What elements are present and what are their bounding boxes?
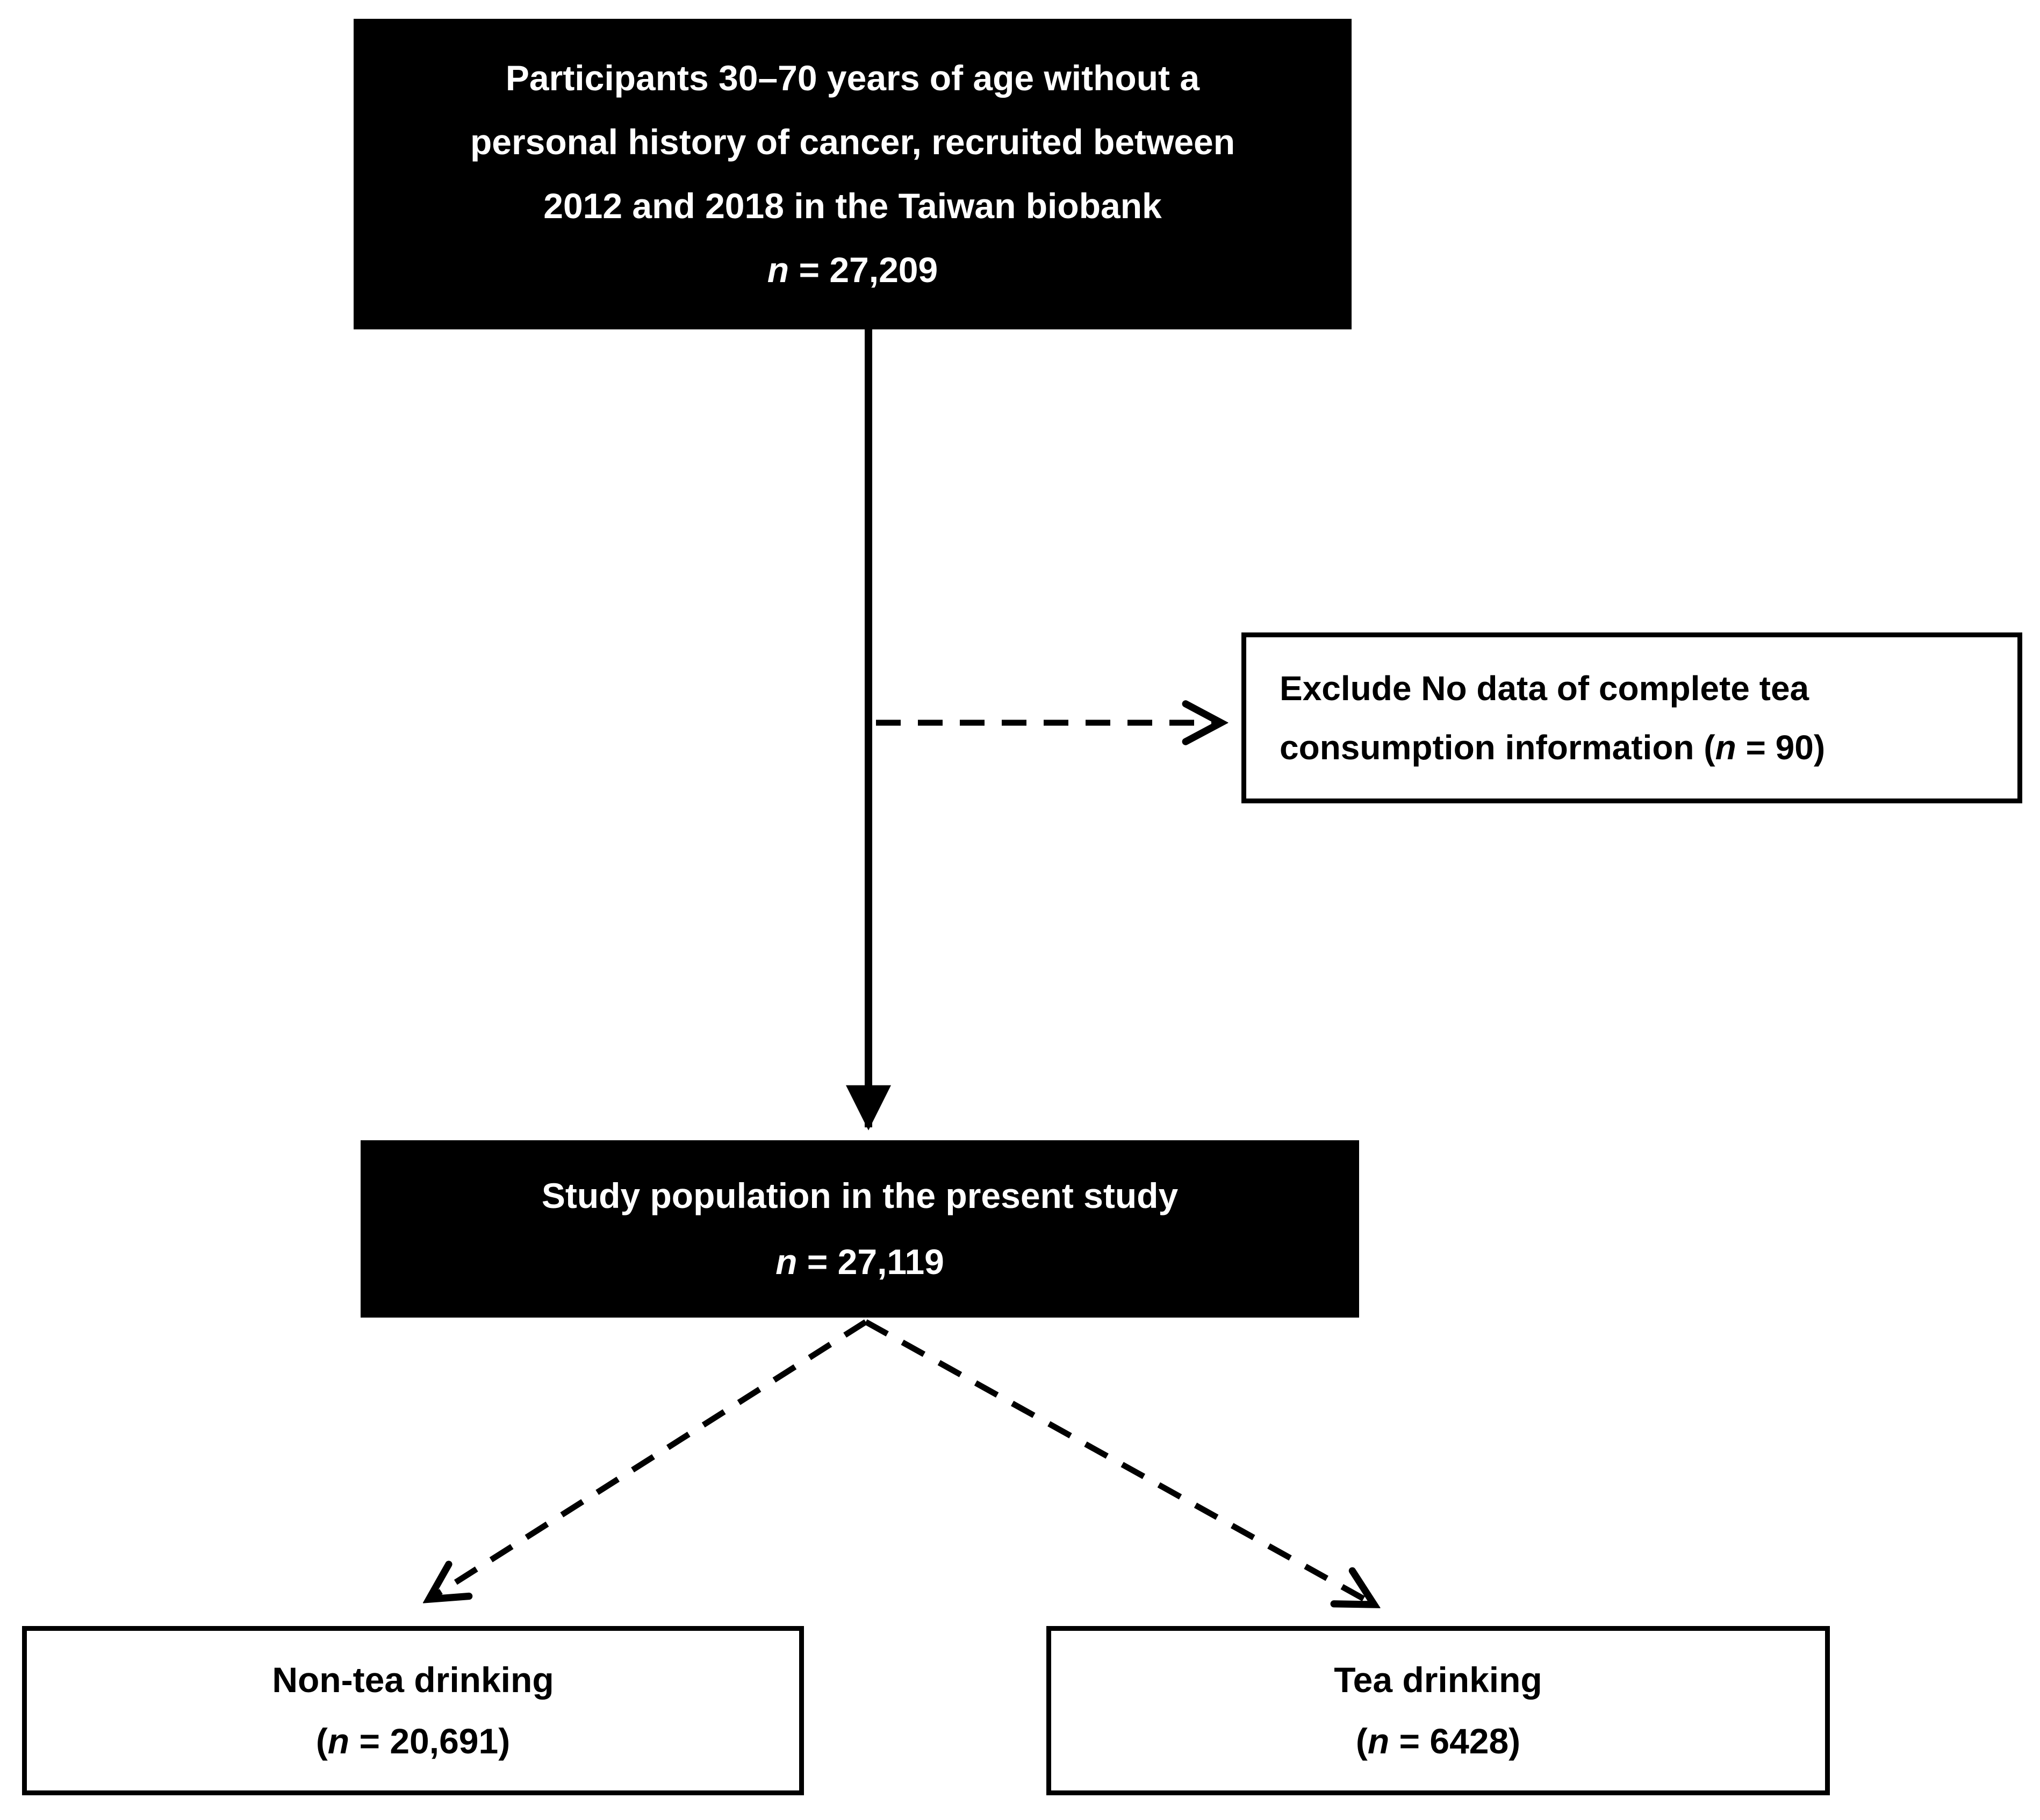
count-prefix: ( (1355, 1721, 1368, 1761)
non-tea-box-title: Non-tea drinking (272, 1660, 554, 1700)
top-box-participants: Participants 30–70 years of age without … (354, 19, 1352, 329)
count-suffix: = 20,691) (349, 1721, 511, 1761)
n-symbol: n (327, 1721, 350, 1761)
n-symbol: n (1367, 1721, 1390, 1761)
top-box-count-line: n = 27,209 (375, 250, 1330, 290)
top-box-line1: Participants 30–70 years of age without … (505, 58, 1200, 98)
non-tea-box-count-line: (n = 20,691) (43, 1722, 783, 1761)
exclude-line2-suffix: = 90) (1736, 728, 1826, 767)
middle-box-count-line: n = 27,119 (382, 1242, 1338, 1282)
n-count: = 27,119 (797, 1242, 944, 1282)
tea-box-title: Tea drinking (1334, 1660, 1542, 1700)
exclude-box: Exclude No data of complete tea consumpt… (1241, 632, 2022, 803)
non-tea-drinking-box: Non-tea drinking (n = 20,691) (22, 1626, 804, 1795)
tea-box-count-line: (n = 6428) (1067, 1722, 1809, 1761)
count-prefix: ( (315, 1721, 328, 1761)
exclude-line2-prefix: consumption information ( (1280, 728, 1715, 767)
n-symbol: n (775, 1242, 798, 1282)
arrow-to-tea-dashed (864, 1319, 1373, 1604)
arrow-to-non-tea-dashed (430, 1319, 867, 1599)
exclude-box-line1: Exclude No data of complete tea (1280, 668, 1809, 708)
tea-drinking-box: Tea drinking (n = 6428) (1046, 1626, 1830, 1795)
top-box-line2: personal history of cancer, recruited be… (470, 122, 1236, 162)
exclude-box-line2: consumption information (n = 90) (1280, 729, 1996, 766)
n-symbol: n (1715, 728, 1736, 767)
n-count: = 27,209 (789, 250, 938, 290)
middle-box-line1: Study population in the present study (541, 1175, 1179, 1215)
middle-box-study-population: Study population in the present study n … (361, 1140, 1359, 1318)
top-box-line3: 2012 and 2018 in the Taiwan biobank (543, 186, 1162, 226)
n-symbol: n (767, 250, 789, 290)
count-suffix: = 6428) (1389, 1721, 1521, 1761)
